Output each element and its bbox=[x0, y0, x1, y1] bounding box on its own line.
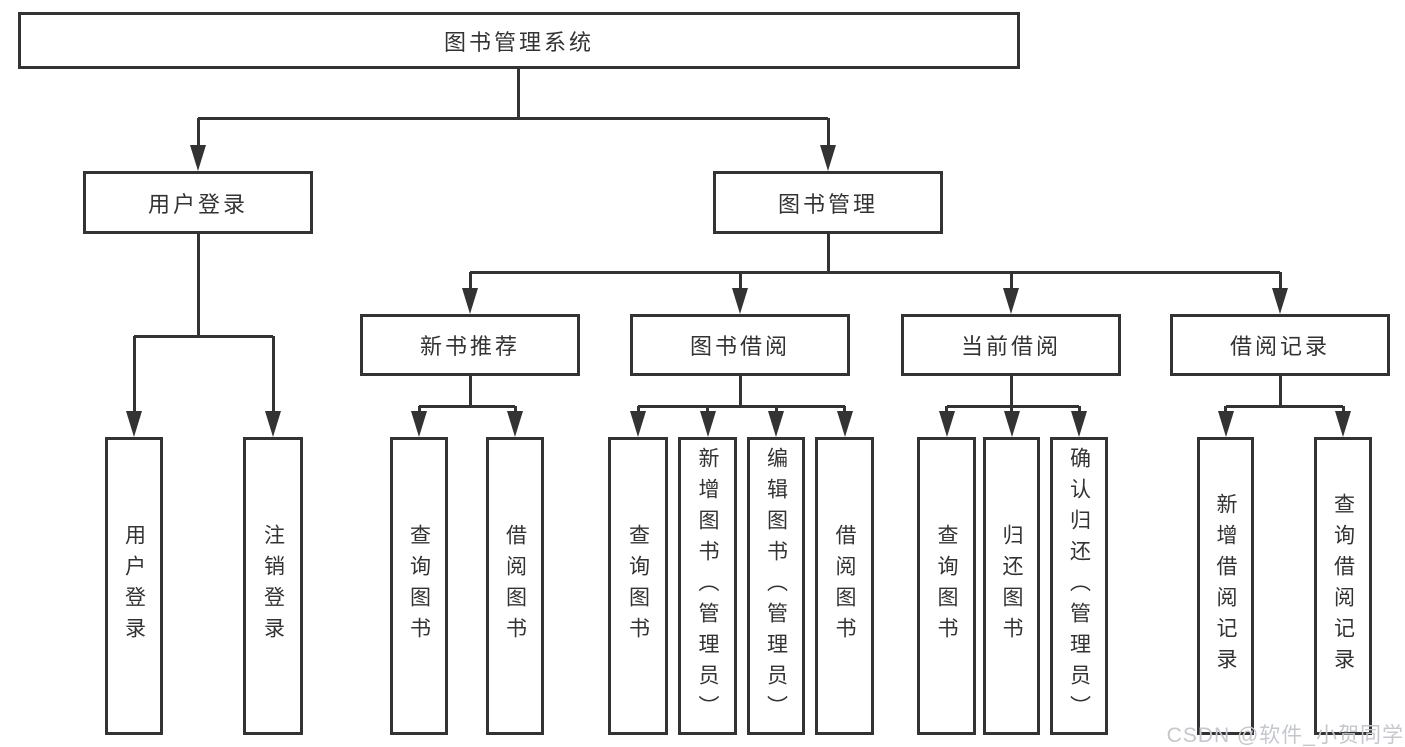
leaf-borrow-books-recommend: 借阅图书 bbox=[486, 437, 544, 735]
leaf-label: 查询图书 bbox=[935, 524, 958, 648]
arrow-down bbox=[1335, 406, 1351, 437]
connector-line bbox=[198, 116, 828, 120]
connector-line bbox=[468, 376, 472, 406]
arrow-down bbox=[1217, 406, 1234, 437]
node-label: 图书管理 bbox=[777, 191, 878, 217]
leaf-edit-books-admin: 编辑图书（管理员） bbox=[747, 437, 805, 735]
connector-line bbox=[419, 404, 515, 408]
arrow-down bbox=[699, 406, 716, 437]
leaf-query-books-current: 查询图书 bbox=[917, 437, 976, 735]
node-book-management: 图书管理 bbox=[713, 171, 943, 234]
arrow-down bbox=[126, 336, 142, 437]
leaf-label: 新增图书（管理员） bbox=[696, 446, 719, 726]
node-label: 用户登录 bbox=[147, 191, 248, 217]
arrow-down bbox=[1003, 406, 1020, 437]
connector-line bbox=[638, 404, 845, 408]
connector-line bbox=[826, 234, 830, 272]
node-new-book-recommendation: 新书推荐 bbox=[360, 314, 580, 376]
leaf-query-books-borrowing: 查询图书 bbox=[608, 437, 668, 735]
arrow-down bbox=[836, 406, 853, 437]
leaf-query-borrow-record: 查询借阅记录 bbox=[1314, 437, 1372, 735]
leaf-user-login: 用户登录 bbox=[105, 437, 163, 735]
connector-line bbox=[516, 68, 520, 118]
arrow-down bbox=[768, 406, 784, 437]
node-label: 当前借阅 bbox=[960, 334, 1061, 359]
arrow-down bbox=[1272, 272, 1288, 314]
connector-line bbox=[1278, 376, 1282, 406]
arrow-down bbox=[732, 272, 748, 314]
leaf-label: 用户登录 bbox=[122, 524, 146, 648]
leaf-label: 查询借阅记录 bbox=[1331, 493, 1355, 679]
node-current-borrowing: 当前借阅 bbox=[901, 314, 1121, 376]
leaf-label: 注销登录 bbox=[261, 524, 285, 648]
arrow-down bbox=[507, 406, 523, 437]
arrow-down bbox=[190, 118, 206, 171]
leaf-label: 借阅图书 bbox=[503, 524, 527, 648]
node-book-borrowing: 图书借阅 bbox=[630, 314, 850, 376]
connector-line bbox=[470, 270, 1280, 274]
leaf-borrow-books: 借阅图书 bbox=[815, 437, 874, 735]
node-borrowing-records: 借阅记录 bbox=[1170, 314, 1390, 376]
leaf-add-books-admin: 新增图书（管理员） bbox=[678, 437, 737, 735]
arrow-down bbox=[630, 406, 646, 437]
node-library-management-system: 图书管理系统 bbox=[18, 12, 1020, 69]
leaf-logout: 注销登录 bbox=[243, 437, 303, 735]
arrow-down bbox=[411, 406, 427, 437]
arrow-down bbox=[938, 406, 955, 437]
leaf-label: 归还图书 bbox=[1000, 524, 1023, 648]
leaf-label: 确认归还（管理员） bbox=[1067, 446, 1091, 726]
csdn-watermark: CSDN @软件_小贺同学 bbox=[1166, 724, 1404, 747]
arrow-down bbox=[265, 336, 281, 437]
leaf-label: 新增借阅记录 bbox=[1214, 493, 1237, 679]
leaf-query-books-recommend: 查询图书 bbox=[390, 437, 448, 735]
connector-line bbox=[196, 234, 200, 336]
arrow-down bbox=[1071, 406, 1087, 437]
connector-line bbox=[1225, 404, 1343, 408]
leaf-label: 查询图书 bbox=[626, 524, 650, 648]
leaf-confirm-return-admin: 确认归还（管理员） bbox=[1050, 437, 1108, 735]
arrow-down bbox=[1003, 272, 1019, 314]
node-label: 图书管理系统 bbox=[443, 29, 594, 55]
connector-line bbox=[134, 334, 273, 338]
leaf-return-books: 归还图书 bbox=[983, 437, 1040, 735]
leaf-label: 查询图书 bbox=[407, 524, 431, 648]
node-label: 借阅记录 bbox=[1229, 334, 1330, 359]
arrow-down bbox=[820, 118, 836, 171]
node-user-login: 用户登录 bbox=[83, 171, 313, 234]
node-label: 图书借阅 bbox=[689, 334, 790, 359]
connector-line bbox=[1009, 376, 1013, 406]
node-label: 新书推荐 bbox=[419, 334, 520, 359]
connector-line bbox=[738, 376, 742, 406]
arrow-down bbox=[462, 272, 478, 314]
leaf-label: 借阅图书 bbox=[833, 524, 856, 648]
leaf-add-borrow-record: 新增借阅记录 bbox=[1197, 437, 1254, 735]
leaf-label: 编辑图书（管理员） bbox=[764, 446, 788, 726]
